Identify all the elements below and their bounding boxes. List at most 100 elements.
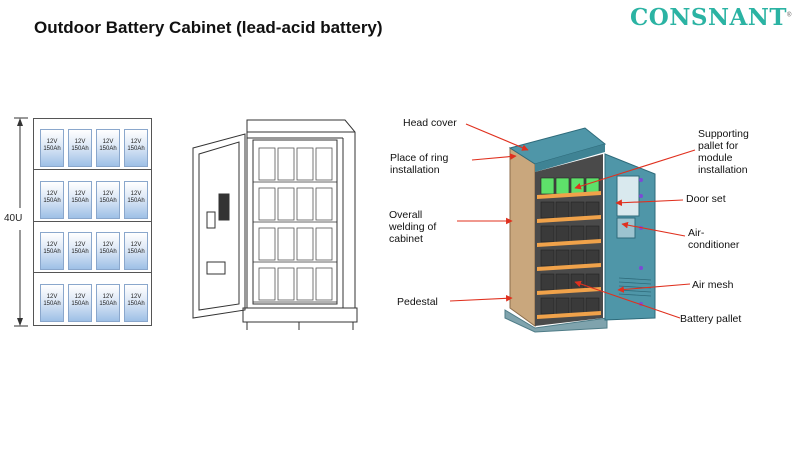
battery-voltage: 12V bbox=[46, 293, 58, 300]
cabinet-battery bbox=[277, 147, 295, 181]
arrow-air-conditioner bbox=[621, 221, 686, 237]
rack-height-arrow bbox=[14, 117, 28, 327]
arrow-battery-pallet bbox=[574, 280, 681, 319]
label-air-mesh: Air mesh bbox=[692, 279, 734, 291]
battery-voltage: 12V bbox=[74, 190, 86, 197]
logo-text: CONSNANT bbox=[630, 4, 787, 31]
cabinet-battery bbox=[258, 187, 276, 221]
battery-module bbox=[540, 273, 555, 291]
battery-module bbox=[540, 201, 555, 219]
battery-capacity: 150Ah bbox=[43, 249, 61, 255]
cabinet-battery bbox=[315, 147, 333, 181]
cabinet-battery bbox=[315, 227, 333, 261]
rack-height-label: 40U bbox=[4, 213, 23, 224]
battery-pallet bbox=[537, 191, 601, 199]
arrow-head-cover bbox=[465, 123, 529, 151]
battery-module bbox=[540, 177, 555, 195]
label-head-cover: Head cover bbox=[403, 117, 457, 129]
battery-voltage: 12V bbox=[74, 139, 86, 145]
battery-voltage: 12V bbox=[74, 293, 86, 300]
battery-pallet bbox=[537, 287, 601, 295]
battery-capacity: 150Ah bbox=[99, 249, 117, 255]
registered-mark: ® bbox=[786, 12, 792, 19]
label-air-conditioner: Air- conditioner bbox=[688, 227, 739, 251]
battery-capacity: 150Ah bbox=[99, 300, 117, 307]
battery-capacity: 150Ah bbox=[43, 197, 61, 204]
battery-voltage: 12V bbox=[102, 242, 114, 248]
label-battery-pallet: Battery pallet bbox=[680, 313, 742, 325]
battery-capacity: 150Ah bbox=[127, 197, 145, 204]
battery-capacity: 150Ah bbox=[99, 146, 117, 152]
battery-capacity: 150Ah bbox=[43, 146, 61, 152]
battery-voltage: 12V bbox=[102, 139, 114, 145]
arrow-pedestal bbox=[449, 294, 513, 302]
cabinet-battery bbox=[258, 147, 276, 181]
cabinet-battery bbox=[296, 187, 314, 221]
cabinet-battery bbox=[296, 267, 314, 301]
arrow-ring-installation bbox=[471, 153, 517, 161]
battery-pallet bbox=[537, 311, 601, 319]
battery-pallet bbox=[537, 263, 601, 271]
cabinet-battery bbox=[277, 187, 295, 221]
battery-voltage: 12V bbox=[46, 242, 58, 248]
battery-voltage: 12V bbox=[130, 190, 142, 197]
battery-capacity: 150Ah bbox=[127, 249, 145, 255]
label-door-set: Door set bbox=[686, 193, 726, 205]
battery-pallet bbox=[537, 239, 601, 247]
cabinet-battery bbox=[277, 227, 295, 261]
battery-capacity: 150Ah bbox=[127, 146, 145, 152]
arrow-air-mesh bbox=[617, 283, 691, 293]
battery-capacity: 150Ah bbox=[43, 300, 61, 307]
battery-capacity: 150Ah bbox=[71, 197, 89, 204]
battery-capacity: 150Ah bbox=[127, 300, 145, 307]
page-title: Outdoor Battery Cabinet (lead-acid batte… bbox=[34, 18, 383, 37]
label-line: installation bbox=[390, 164, 440, 176]
label-line: module bbox=[698, 152, 733, 164]
label-line: Supporting bbox=[698, 128, 749, 140]
label-ring-installation: Place of ring installation bbox=[390, 152, 448, 176]
battery-module bbox=[540, 225, 555, 243]
label-pedestal: Pedestal bbox=[397, 296, 438, 308]
battery-voltage: 12V bbox=[102, 190, 114, 197]
battery-pallet bbox=[537, 215, 601, 223]
cabinet-battery bbox=[315, 267, 333, 301]
arrow-door-set bbox=[615, 199, 684, 207]
cabinet-battery bbox=[296, 227, 314, 261]
battery-voltage: 12V bbox=[46, 190, 58, 197]
battery-voltage: 12V bbox=[74, 242, 86, 248]
label-supporting-pallet: Supporting pallet for module installatio… bbox=[698, 128, 749, 176]
label-overall-welding: Overall welding of cabinet bbox=[389, 209, 436, 245]
cabinet-battery bbox=[258, 267, 276, 301]
battery-voltage: 12V bbox=[130, 139, 142, 145]
battery-module bbox=[540, 297, 555, 315]
label-line: conditioner bbox=[688, 239, 740, 251]
cabinet-battery bbox=[258, 227, 276, 261]
battery-capacity: 150Ah bbox=[71, 146, 89, 152]
battery-voltage: 12V bbox=[46, 139, 58, 145]
battery-voltage: 12V bbox=[102, 293, 114, 300]
battery-capacity: 150Ah bbox=[99, 197, 117, 204]
label-line: Overall bbox=[389, 209, 423, 221]
cabinet-line-drawing bbox=[192, 119, 358, 330]
battery-voltage: 12V bbox=[130, 242, 142, 248]
